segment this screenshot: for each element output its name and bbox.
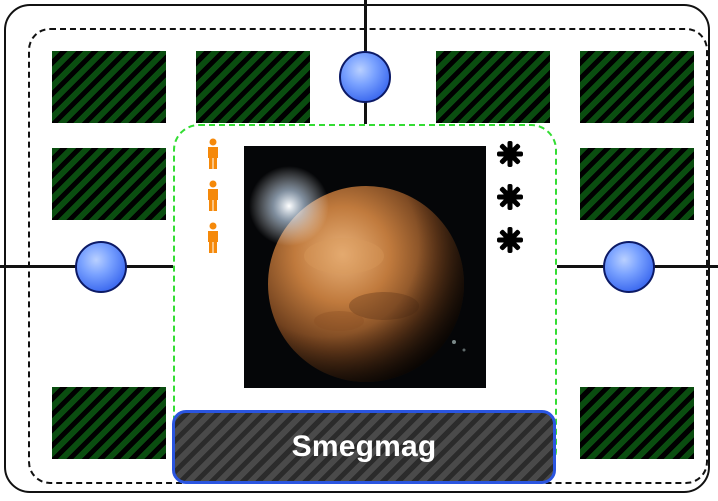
terrain-tile <box>580 387 694 459</box>
gear-icon <box>497 227 523 253</box>
right-connector-node-icon[interactable] <box>603 241 655 293</box>
person-icon <box>208 138 218 169</box>
planet-name-bar[interactable]: Smegmag <box>172 410 556 484</box>
terrain-tile <box>580 148 694 220</box>
person-icon <box>208 222 218 253</box>
gear-icon <box>497 141 523 167</box>
top-connector-node-icon[interactable] <box>339 51 391 103</box>
planet-image-icon <box>244 146 486 388</box>
terrain-tile <box>52 387 166 459</box>
terrain-tile <box>580 51 694 123</box>
person-icon <box>208 180 218 211</box>
left-connector-node-icon[interactable] <box>75 241 127 293</box>
planet-image <box>244 146 486 388</box>
planet-name: Smegmag <box>291 430 437 463</box>
terrain-tile <box>52 51 166 123</box>
terrain-tile <box>436 51 550 123</box>
terrain-tile <box>196 51 310 123</box>
terrain-tile <box>52 148 166 220</box>
gear-icon <box>497 184 523 210</box>
